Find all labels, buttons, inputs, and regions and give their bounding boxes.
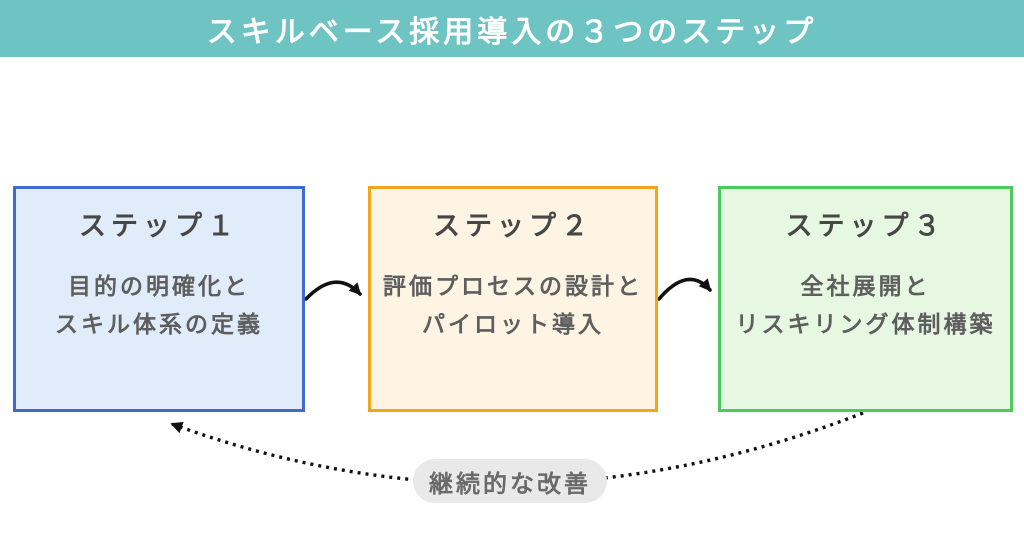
diagram-title: スキルベース採用導入の３つのステップ [206, 15, 818, 49]
step-3-line-1: 全社展開と [800, 273, 931, 299]
step-3-title: ステップ３ [785, 211, 946, 241]
arrow-step2-to-step3 [657, 277, 712, 301]
step-1-line-1: 目的の明確化と [68, 273, 250, 299]
step-1-description: 目的の明確化と スキル体系の定義 [16, 267, 302, 343]
step-2-line-1: 評価プロセスの設計と [383, 273, 643, 299]
step-1-title: ステップ１ [79, 211, 239, 241]
title-bar: スキルベース採用導入の３つのステップ [0, 0, 1024, 57]
step-3-line-2: リスキリング体制構築 [735, 311, 996, 337]
step-2-line-2: パイロット導入 [422, 311, 604, 337]
step-box-1: ステップ１ 目的の明確化と スキル体系の定義 [13, 186, 305, 412]
step-1-line-2: スキル体系の定義 [55, 311, 263, 337]
step-2-description: 評価プロセスの設計と パイロット導入 [371, 267, 655, 343]
step-box-3: ステップ３ 全社展開と リスキリング体制構築 [718, 186, 1013, 412]
step-2-title: ステップ２ [433, 211, 593, 241]
feedback-label: 継続的な改善 [413, 459, 607, 503]
arrow-step1-to-step2 [304, 280, 362, 301]
step-3-description: 全社展開と リスキリング体制構築 [721, 267, 1010, 343]
step-box-2: ステップ２ 評価プロセスの設計と パイロット導入 [368, 186, 658, 412]
